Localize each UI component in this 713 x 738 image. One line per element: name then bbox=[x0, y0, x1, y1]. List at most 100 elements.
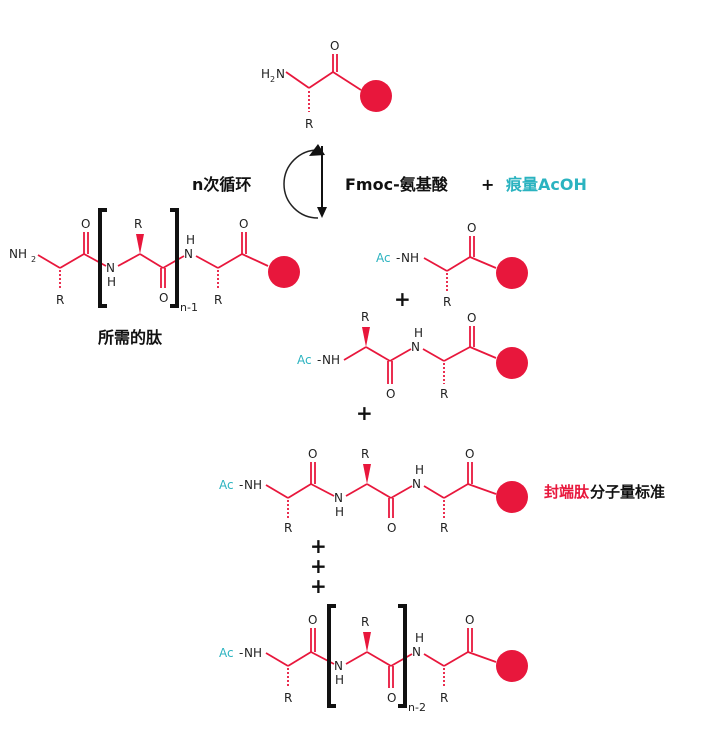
plus-sign: + bbox=[394, 287, 411, 311]
bracket-right bbox=[398, 604, 407, 708]
capped-peptide-n: Ac - NH R O N H R O n-2 H N R O bbox=[219, 604, 528, 714]
bond bbox=[162, 255, 185, 269]
atom-label: NH bbox=[244, 478, 262, 492]
atom-label: R bbox=[361, 447, 369, 461]
capped-peptide-2: Ac - NH R O H N R O bbox=[297, 310, 528, 401]
bond bbox=[443, 651, 469, 667]
bond bbox=[443, 346, 471, 362]
atom-label: NH bbox=[401, 251, 419, 265]
atom-label: 2 bbox=[270, 75, 275, 84]
atom-label: H bbox=[414, 326, 423, 340]
atom-label: O bbox=[465, 447, 474, 461]
atom-label: NH bbox=[322, 353, 340, 367]
atom-label: R bbox=[284, 521, 292, 535]
atom-label: H bbox=[107, 275, 116, 289]
atom-label: 2 bbox=[31, 255, 36, 264]
bracket-left bbox=[98, 208, 107, 308]
capped-peptide-label-rest: 分子量标准 bbox=[590, 483, 665, 501]
cycle-arrow bbox=[283, 144, 327, 219]
bond bbox=[287, 651, 312, 667]
additive-label: 痕量AcOH bbox=[505, 175, 587, 194]
atom-label: NH bbox=[9, 247, 27, 261]
atom-label: R bbox=[214, 293, 222, 307]
bond bbox=[423, 257, 448, 272]
bond bbox=[83, 253, 107, 267]
bracket-left bbox=[327, 604, 336, 708]
bond bbox=[310, 483, 335, 497]
bond bbox=[265, 484, 289, 499]
bond bbox=[446, 256, 471, 272]
wedge-bond bbox=[363, 632, 371, 652]
atom-label: - bbox=[396, 251, 400, 265]
resin-bead bbox=[496, 257, 528, 289]
atom-label: O bbox=[387, 521, 396, 535]
reagent-label: Fmoc-氨基酸 bbox=[345, 175, 449, 194]
atom-label: N bbox=[412, 477, 421, 491]
bond bbox=[423, 653, 445, 667]
bond bbox=[345, 651, 368, 665]
atom-label: R bbox=[361, 615, 369, 629]
atom-label: N bbox=[184, 247, 193, 261]
plus-sign: + bbox=[310, 574, 327, 598]
bond bbox=[365, 346, 391, 362]
resin-bead bbox=[496, 650, 528, 682]
atom-label: N bbox=[412, 645, 421, 659]
acetyl-cap: Ac bbox=[219, 646, 234, 660]
bond bbox=[332, 71, 362, 91]
cycles-label: n次循环 bbox=[192, 175, 251, 194]
atom-label: O bbox=[239, 217, 248, 231]
resin-bead bbox=[496, 481, 528, 513]
wedge-bond bbox=[363, 464, 371, 484]
atom-label: O bbox=[81, 217, 90, 231]
bond bbox=[241, 253, 269, 267]
atom-label: H bbox=[186, 233, 195, 247]
bond bbox=[59, 253, 85, 269]
atom-label: O bbox=[308, 613, 317, 627]
capped-peptide-label-highlight: 封端肽 bbox=[544, 483, 590, 501]
atom-label: R bbox=[284, 691, 292, 705]
desired-peptide: NH 2 R O N H R O n-1 H N R O bbox=[9, 208, 300, 314]
bond bbox=[345, 483, 368, 497]
atom-label: R bbox=[134, 217, 142, 231]
bond bbox=[308, 71, 334, 89]
bond bbox=[443, 483, 469, 499]
atom-label: N bbox=[334, 491, 343, 505]
atom-label: H bbox=[261, 67, 270, 81]
bracket-right bbox=[170, 208, 179, 308]
bond bbox=[389, 348, 412, 362]
atom-label: R bbox=[440, 521, 448, 535]
desired-peptide-label: 所需的肽 bbox=[98, 328, 163, 347]
atom-label: R bbox=[56, 293, 64, 307]
atom-label: R bbox=[361, 310, 369, 324]
atom-label: H bbox=[415, 631, 424, 645]
atom-label: - bbox=[317, 353, 321, 367]
resin-bead bbox=[360, 80, 392, 112]
atom-label: N bbox=[411, 340, 420, 354]
bond bbox=[117, 253, 141, 267]
atom-label: H bbox=[335, 505, 344, 519]
bond bbox=[217, 253, 243, 269]
bond bbox=[366, 483, 392, 499]
atom-label: N bbox=[334, 659, 343, 673]
atom-label: O bbox=[386, 387, 395, 401]
bond bbox=[287, 483, 312, 499]
bond bbox=[422, 348, 445, 362]
atom-label: O bbox=[330, 39, 339, 53]
acetyl-cap: Ac bbox=[376, 251, 391, 265]
wedge-bond bbox=[136, 234, 144, 254]
atom-label: R bbox=[443, 295, 451, 309]
atom-label: NH bbox=[244, 646, 262, 660]
repeat-index: n-2 bbox=[408, 701, 426, 714]
bond bbox=[467, 483, 497, 495]
atom-label: R bbox=[440, 691, 448, 705]
atom-label: O bbox=[465, 613, 474, 627]
atom-label: O bbox=[467, 221, 476, 235]
bond bbox=[423, 485, 445, 499]
capped-peptide-1: Ac - NH R O bbox=[376, 221, 528, 309]
atom-label: O bbox=[159, 291, 168, 305]
wedge-bond bbox=[362, 327, 370, 347]
capped-peptide-3: Ac - NH R O N H R O H N R O bbox=[219, 447, 528, 535]
bond bbox=[467, 651, 497, 663]
plus-sign: + bbox=[481, 175, 494, 194]
